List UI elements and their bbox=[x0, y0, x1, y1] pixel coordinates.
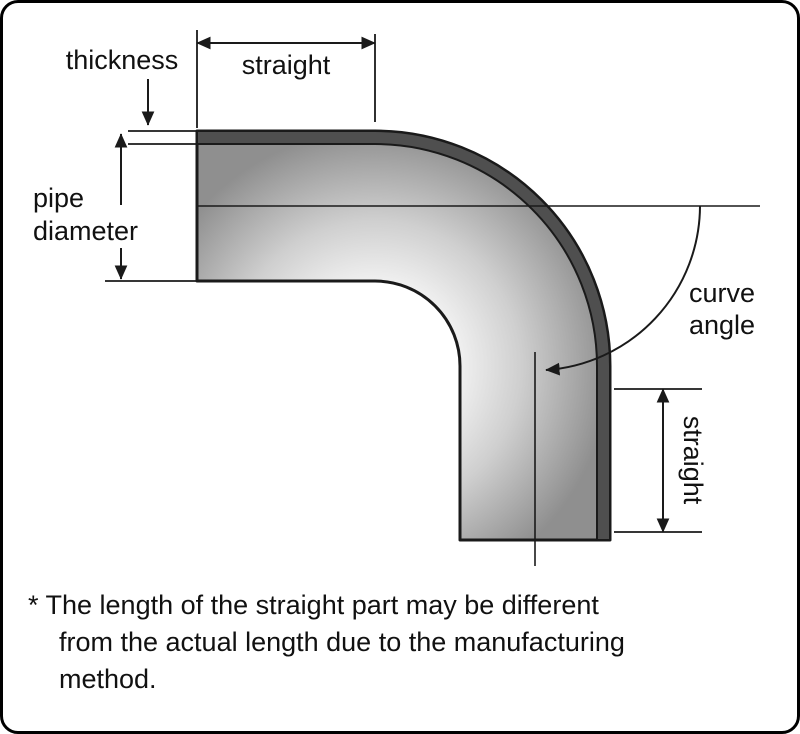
footnote-line: * The length of the straight part may be… bbox=[28, 590, 599, 620]
label-straight-top: straight bbox=[242, 50, 331, 80]
footnote: * The length of the straight part may be… bbox=[28, 587, 773, 698]
footnote-line: method. bbox=[59, 664, 157, 694]
label-thickness: thickness bbox=[66, 45, 179, 75]
footnote-line: from the actual length due to the manufa… bbox=[59, 627, 625, 657]
curve-angle-arc bbox=[545, 205, 701, 376]
label-curve-angle-line1: curve bbox=[689, 278, 755, 308]
pipe-body bbox=[195, 129, 612, 542]
pipe-wall-band bbox=[196, 130, 611, 541]
label-pipe-diameter-line1: pipe bbox=[33, 183, 84, 213]
label-pipe-diameter-line2: diameter bbox=[33, 216, 138, 246]
label-curve-angle-line2: angle bbox=[689, 310, 755, 340]
label-straight-right: straight bbox=[678, 416, 708, 505]
